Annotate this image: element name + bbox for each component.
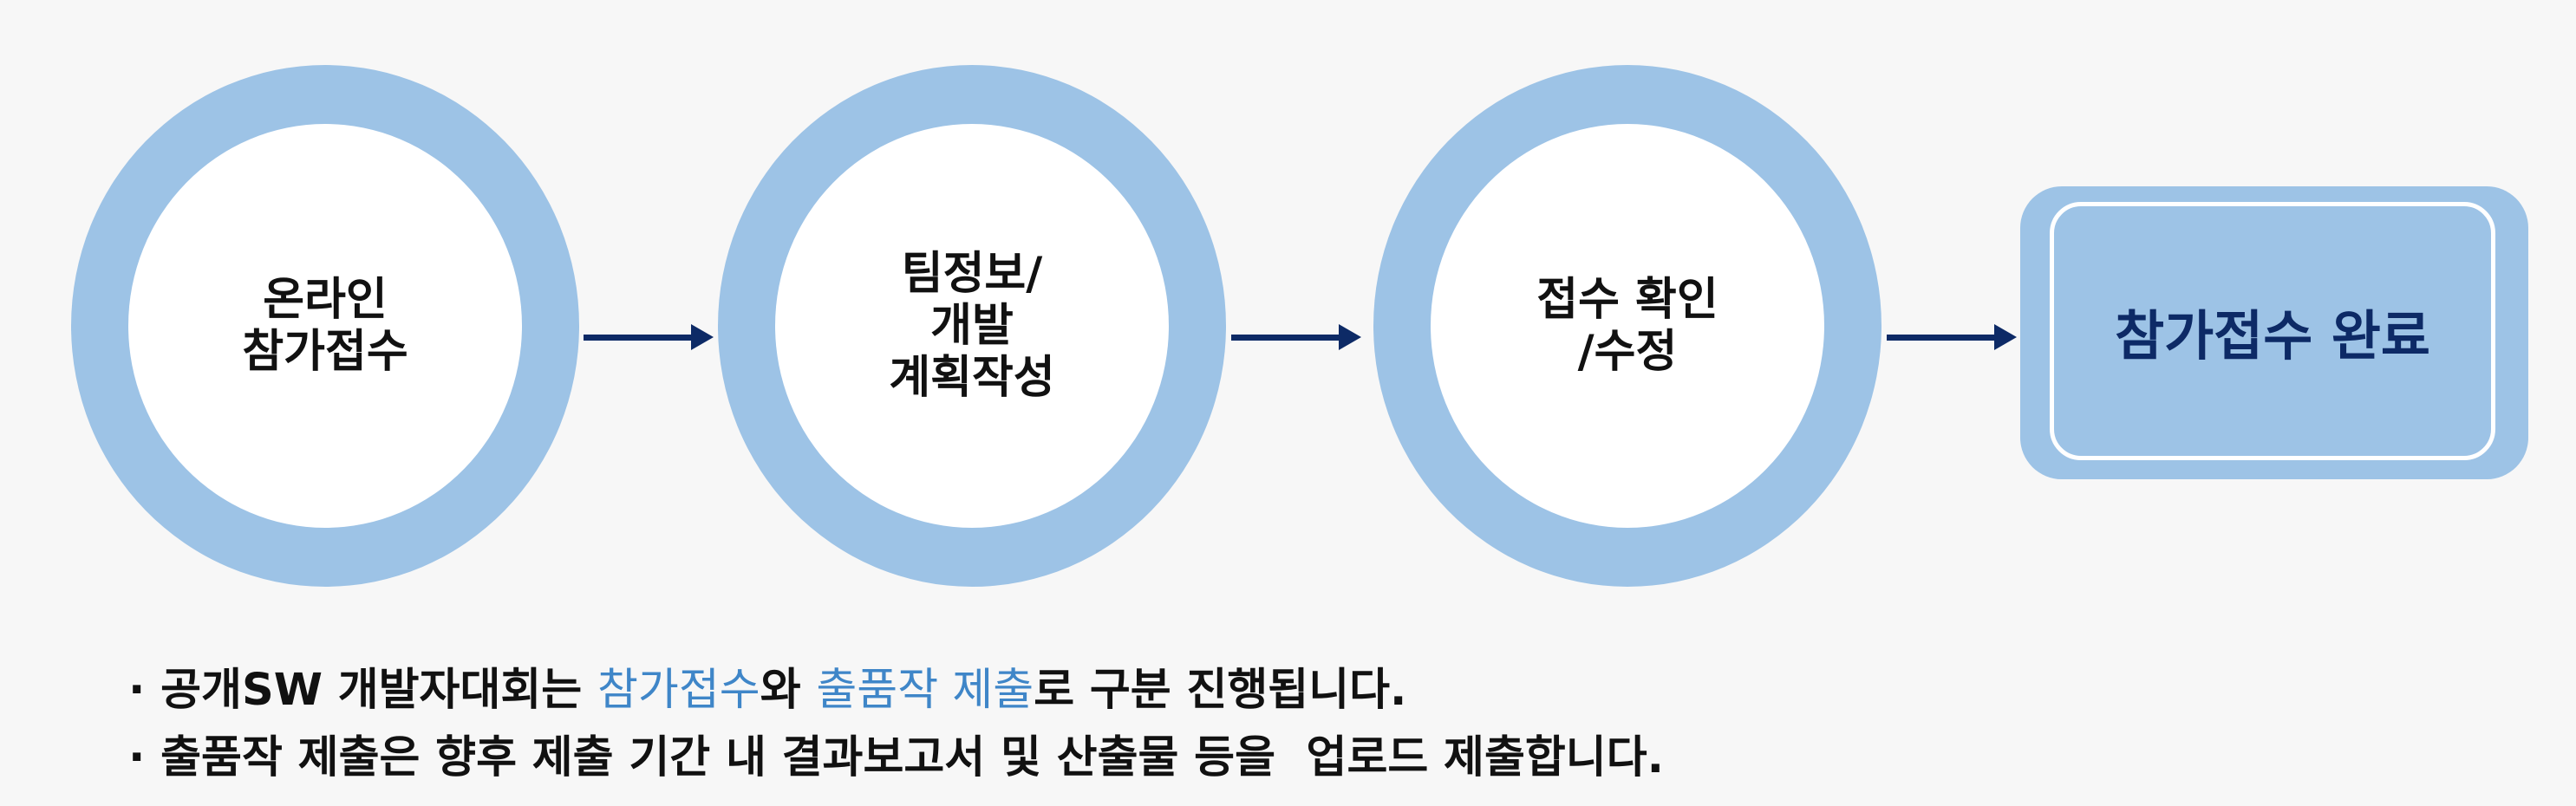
note-1-text-b: 와 <box>760 665 817 716</box>
arrow-2-shaft <box>1231 335 1342 341</box>
step-1-ring: 온라인 참가접수 <box>71 65 579 587</box>
note-1-bullet: · <box>128 665 146 716</box>
arrow-1-head <box>691 324 714 350</box>
step-2-label: 팀정보/ 개발 계획작성 <box>889 248 1055 404</box>
step-1-circle: 온라인 참가접수 <box>128 124 522 528</box>
step-3-label: 접수 확인 /수정 <box>1536 274 1718 378</box>
step-2-ring: 팀정보/ 개발 계획작성 <box>718 65 1226 587</box>
step-3-ring: 접수 확인 /수정 <box>1373 65 1881 587</box>
notes: · 공개SW 개발자대회는 참가접수와 출품작 제출로 구분 진행됩니다. · … <box>128 657 2469 792</box>
note-line-2: · 출품작 제출은 향후 제출 기간 내 결과보고서 및 산출물 등을 업로드 … <box>128 725 2469 792</box>
arrow-3-shaft <box>1887 335 1998 341</box>
note-2-text: 출품작 제출은 향후 제출 기간 내 결과보고서 및 산출물 등을 업로드 제출… <box>145 732 1665 783</box>
final-step-label: 참가접수 완료 <box>2115 304 2430 367</box>
step-1-label: 온라인 참가접수 <box>242 274 408 378</box>
note-1-text-a: 공개SW 개발자대회는 <box>145 665 597 716</box>
note-1-highlight-registration: 참가접수 <box>597 665 760 716</box>
final-step-box: 참가접수 완료 <box>2020 186 2528 479</box>
step-3-circle: 접수 확인 /수정 <box>1431 124 1824 528</box>
arrow-2-head <box>1339 324 1361 350</box>
note-2-bullet: · <box>128 732 146 783</box>
arrow-3 <box>1887 324 2017 350</box>
arrow-2 <box>1231 324 1361 350</box>
arrow-1 <box>584 324 714 350</box>
note-line-1: · 공개SW 개발자대회는 참가접수와 출품작 제출로 구분 진행됩니다. <box>128 657 2469 725</box>
note-1-text-c: 로 구분 진행됩니다. <box>1034 665 1407 716</box>
arrow-3-head <box>1994 324 2017 350</box>
note-1-highlight-submission: 출품작 제출 <box>816 665 1034 716</box>
final-step-inner: 참가접수 완료 <box>2050 202 2495 460</box>
arrow-1-shaft <box>584 335 695 341</box>
step-2-circle: 팀정보/ 개발 계획작성 <box>775 124 1169 528</box>
